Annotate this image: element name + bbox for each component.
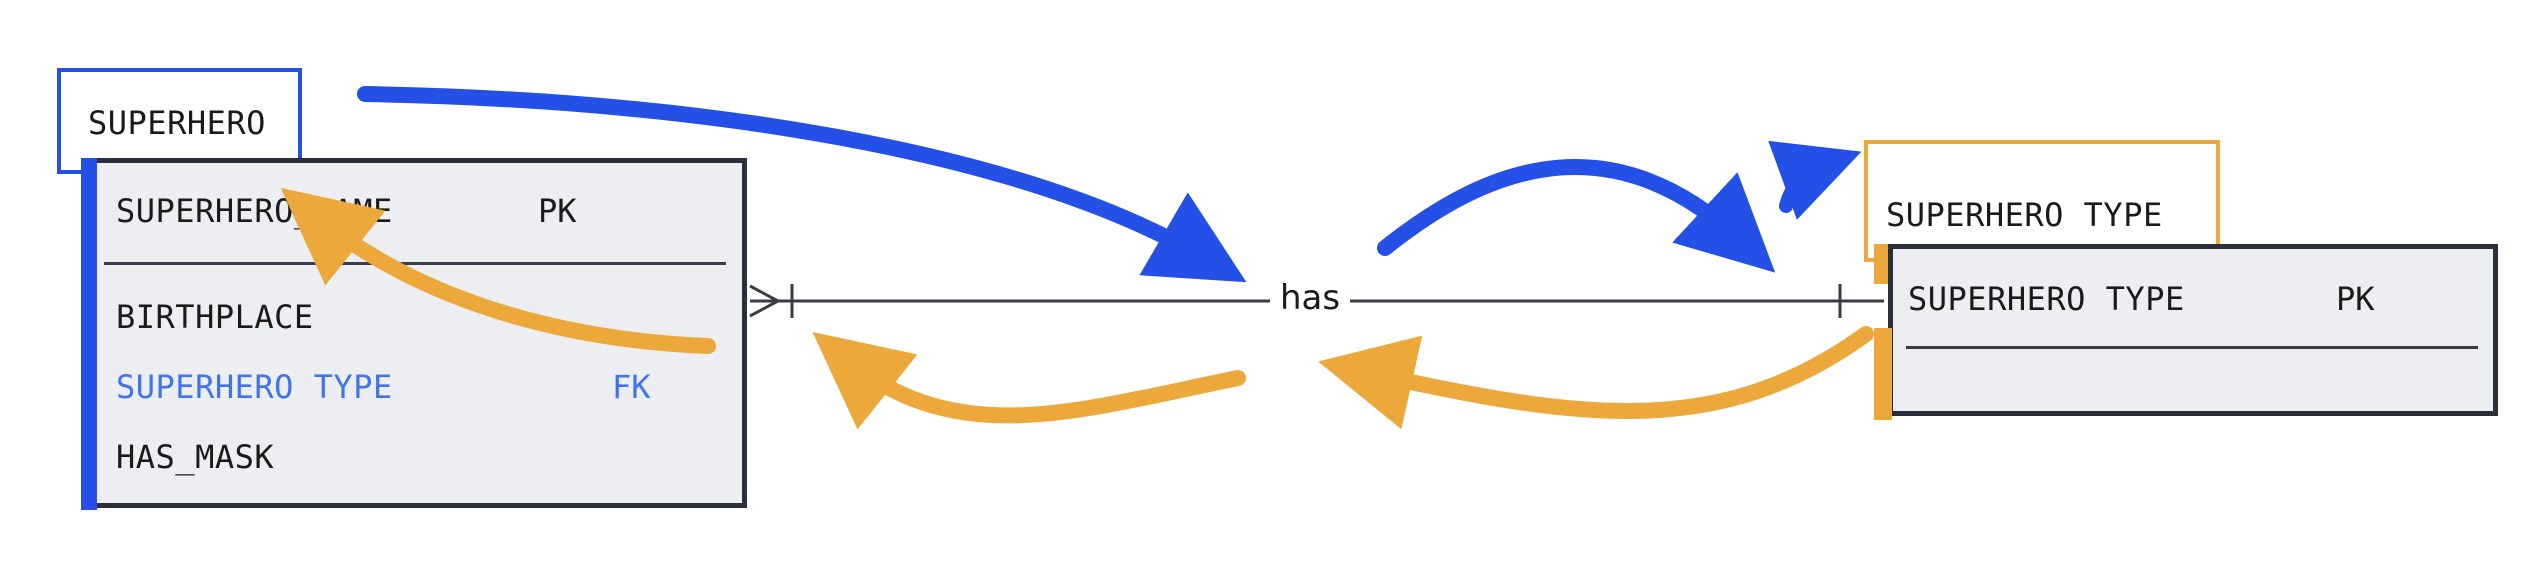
orange-arrow-type-to-has [1318, 326, 1874, 430]
superhero-type-entity-title: SUPERHERO TYPE [1886, 196, 2163, 234]
blue-arrow-has-to-type [1377, 159, 1776, 273]
superhero-left-highlight-bar [81, 158, 97, 510]
superhero-attr-fk-key: FK [612, 368, 651, 406]
blue-arrow-title-to-has [357, 86, 1247, 283]
superhero-pk-divider [104, 262, 726, 265]
superhero-type-left-highlight-bar [1874, 328, 1892, 420]
blue-arrow-to-type-title [1768, 140, 1862, 220]
superhero-attr-has-mask: HAS_MASK [116, 438, 275, 476]
superhero-type-pk-name: SUPERHERO TYPE [1908, 280, 2185, 318]
superhero-type-pk-key: PK [2336, 280, 2375, 318]
superhero-type-pk-divider [1906, 346, 2478, 349]
superhero-type-left-highlight-bar-top [1874, 244, 1888, 284]
orange-arrow-to-pk [280, 187, 716, 354]
superhero-attr-superhero-type: SUPERHERO TYPE [116, 368, 393, 406]
relationship-label: has [1270, 278, 1351, 318]
superhero-type-entity-box [1888, 244, 2498, 416]
orange-arrow-has-to-crowsfoot [812, 332, 1246, 430]
superhero-attr-birthplace: BIRTHPLACE [116, 298, 314, 336]
superhero-pk-key: PK [538, 192, 577, 230]
superhero-entity-title: SUPERHERO [88, 104, 266, 142]
crows-foot-many-icon [749, 284, 782, 318]
